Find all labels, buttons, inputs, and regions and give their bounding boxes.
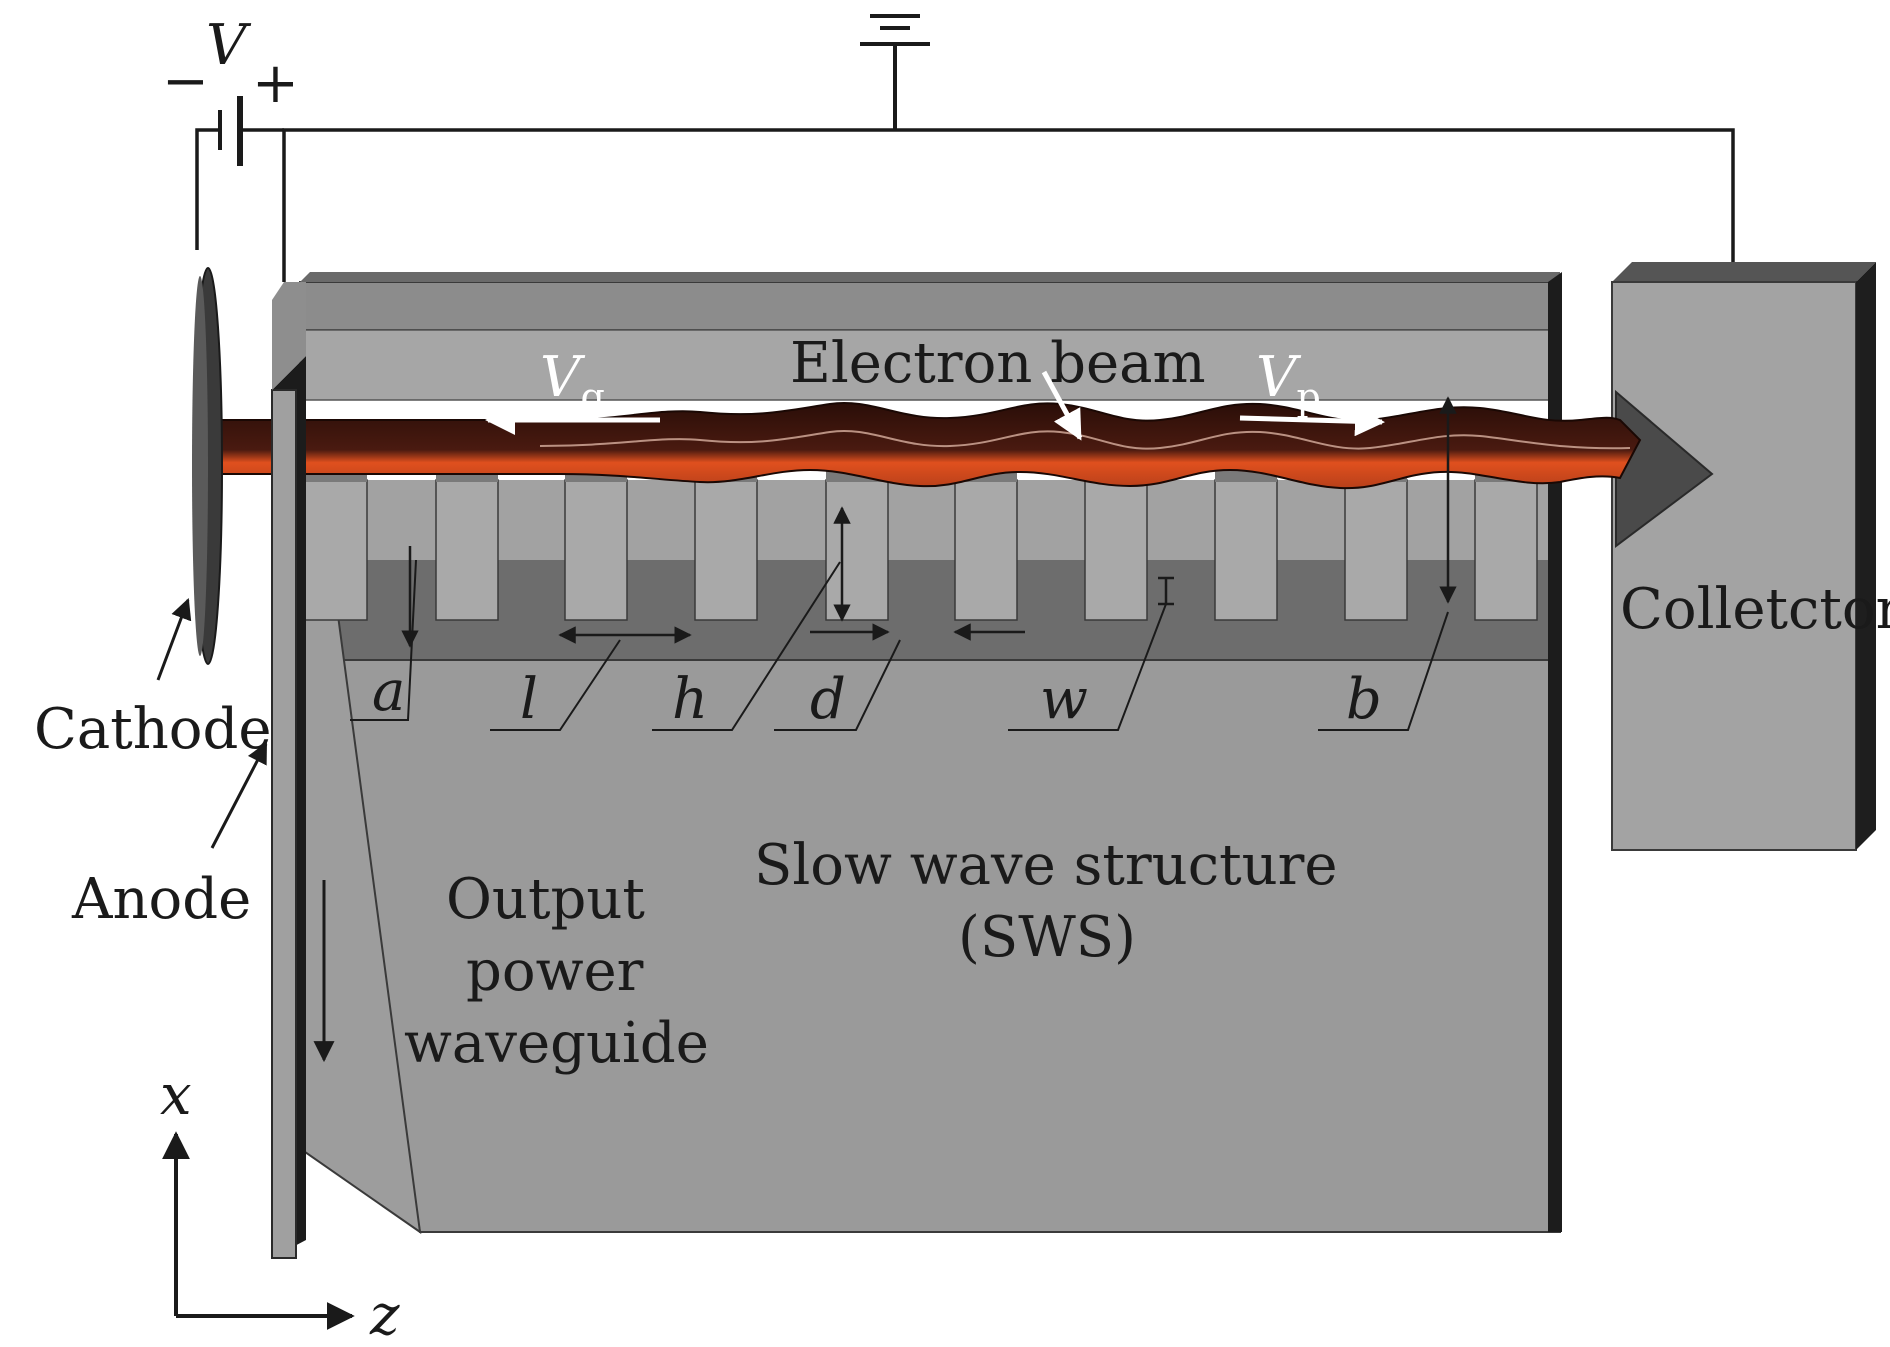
phase-velocity-label: Vp bbox=[1256, 345, 1321, 419]
waveguide-label-line1: Output bbox=[446, 867, 645, 932]
battery-symbol bbox=[218, 96, 284, 166]
coordinate-axes bbox=[162, 1131, 355, 1330]
electron-beam-label: Electron beam bbox=[790, 331, 1206, 396]
battery-minus: − bbox=[162, 49, 209, 114]
anode-pointer bbox=[210, 742, 268, 849]
cathode-label: Cathode bbox=[34, 697, 272, 762]
collector-label: Colletctor bbox=[1620, 577, 1890, 642]
dimension-leaders bbox=[350, 559, 1449, 731]
dimension-label-a: a bbox=[372, 659, 405, 724]
electron-beam-pointer bbox=[1041, 370, 1083, 441]
dimension-label-b: b bbox=[1346, 667, 1382, 732]
ground-symbol bbox=[860, 14, 930, 130]
sws-label-line2: (SWS) bbox=[958, 905, 1136, 970]
dimension-markers bbox=[401, 396, 1457, 648]
group-velocity-label: Vg bbox=[540, 345, 605, 419]
phase-velocity-arrow bbox=[1239, 406, 1385, 437]
dimension-label-d: d bbox=[810, 667, 846, 732]
circuit-wires bbox=[195, 128, 1735, 330]
cathode-disc bbox=[192, 267, 223, 665]
battery-plus: + bbox=[252, 51, 299, 116]
anode-plate bbox=[271, 282, 306, 1259]
axis-z-label: z bbox=[369, 1283, 400, 1347]
waveguide-label-line3: waveguide bbox=[404, 1011, 709, 1076]
battery-voltage-label: V bbox=[206, 13, 252, 78]
anode-label: Anode bbox=[71, 867, 251, 932]
cathode-pointer bbox=[156, 598, 192, 681]
beam-highlight bbox=[539, 430, 1631, 450]
dimension-label-l: l bbox=[520, 667, 538, 732]
axis-x-label: x bbox=[160, 1063, 192, 1128]
collector-block bbox=[1611, 262, 1876, 851]
dimension-label-w: w bbox=[1040, 667, 1088, 732]
waveguide-label-line2: power bbox=[466, 939, 644, 1004]
sws-body bbox=[299, 272, 1562, 1235]
sws-label-line1: Slow wave structure bbox=[754, 833, 1338, 898]
dimension-label-h: h bbox=[672, 667, 708, 732]
